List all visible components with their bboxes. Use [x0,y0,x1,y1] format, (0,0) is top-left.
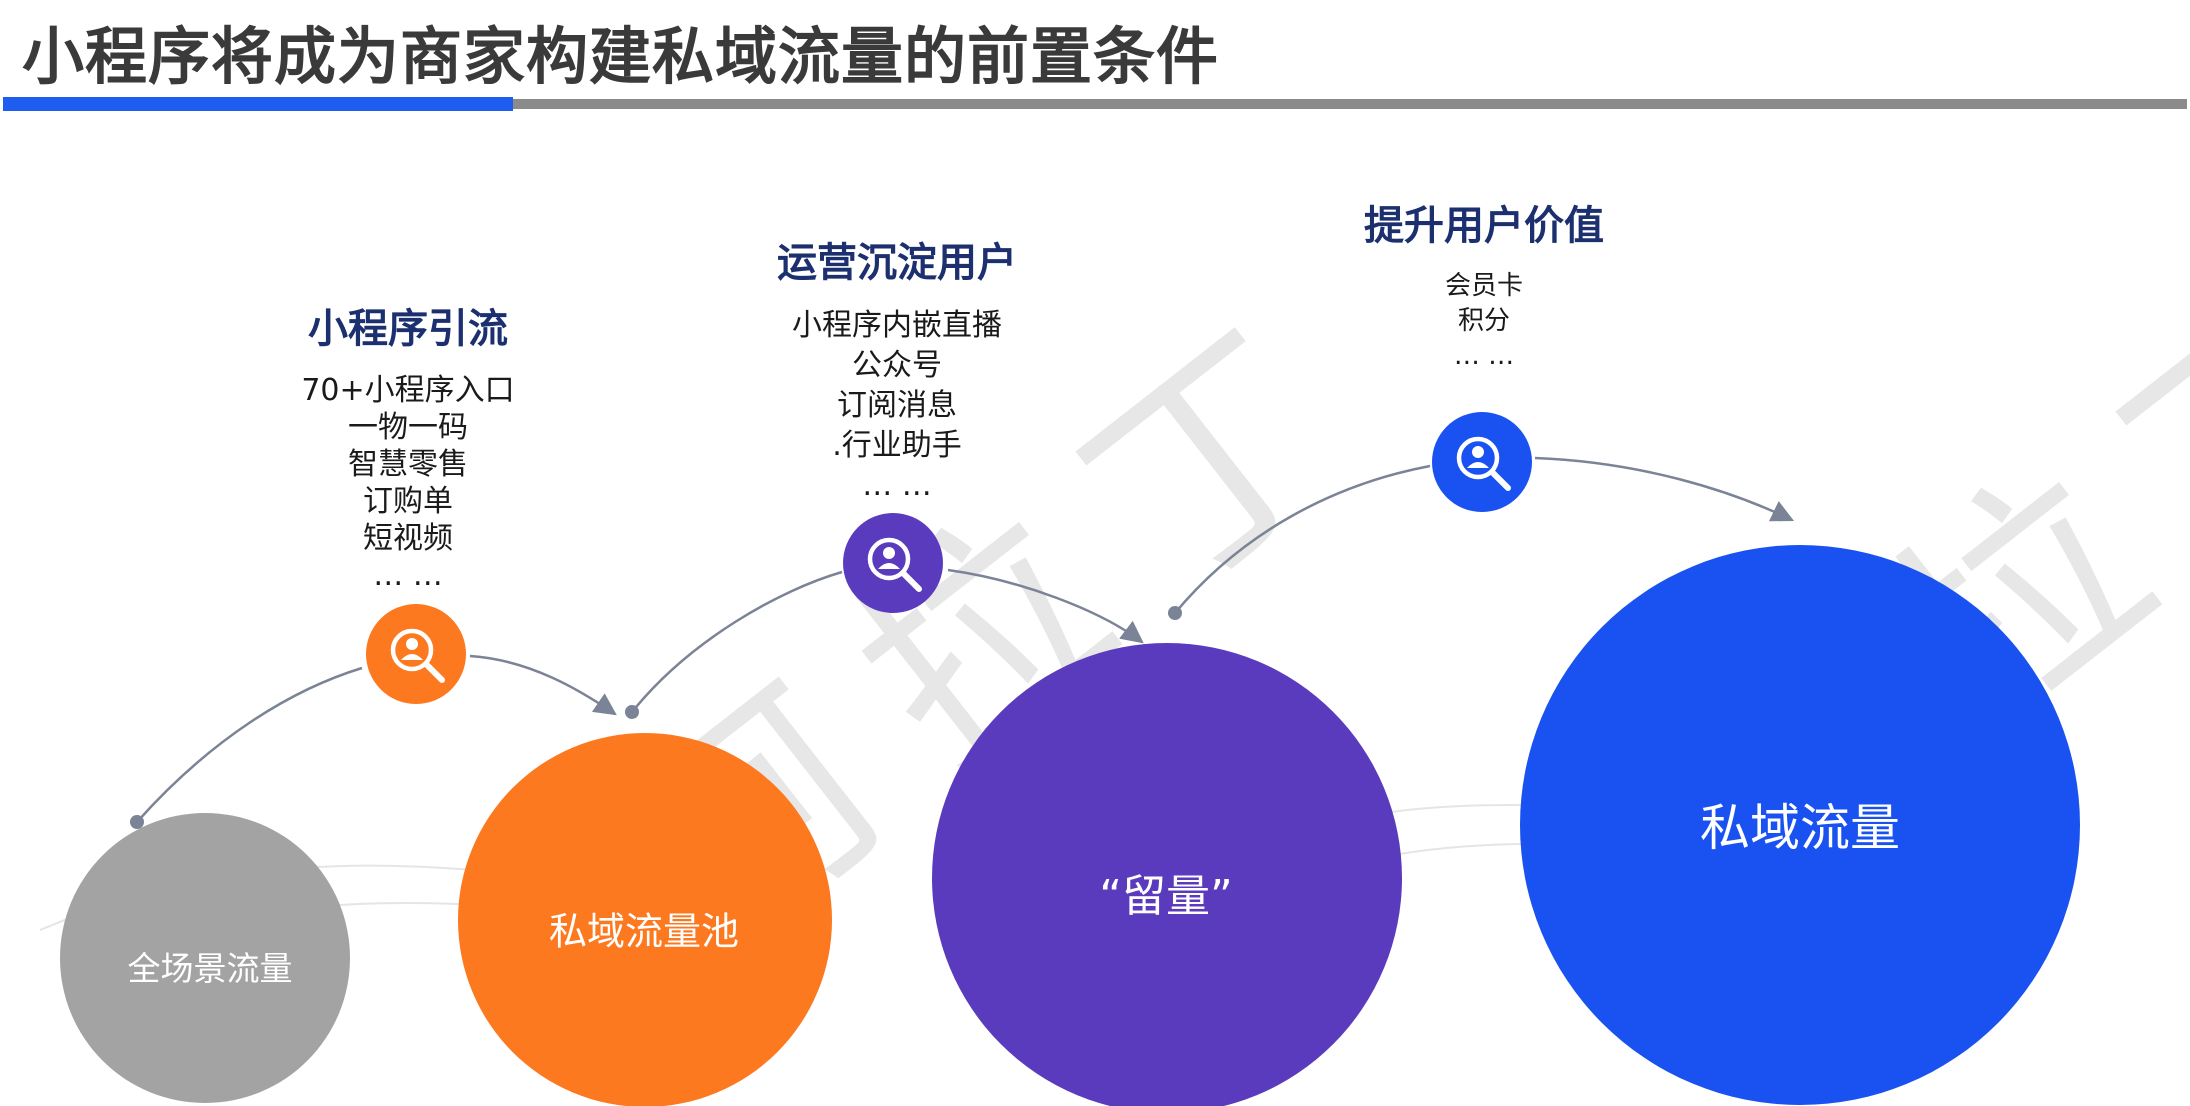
step-1-item: … … [373,558,443,593]
step-1-item: 一物一码 [348,410,468,445]
step-3-items: 会员卡 积分 … … [1364,269,1604,374]
step-2-item: 公众号 [852,348,942,383]
step-3-block: 提升用户价值 会员卡 积分 … … [1364,193,1604,374]
step-1-title: 小程序引流 [308,306,508,352]
circle-label-private-traffic: 私域流量 [1700,799,1900,857]
step-1-item: 订购单 [363,484,453,519]
connector-3-start-dot [1168,606,1182,620]
step-2-items: 小程序内嵌直播 公众号 订阅消息 .行业助手 … … [777,306,1017,506]
step-1-items: 70+小程序入口 一物一码 智慧零售 订购单 短视频 … … [301,372,514,594]
circle-label-pool: 私域流量池 [548,909,740,954]
step-2-item: .行业助手 [832,428,962,463]
title-underline [3,97,2187,111]
step-3-icon-circle [1432,412,1532,512]
title-underline-accent [3,97,513,111]
connector-2 [631,568,1144,713]
circle-all-traffic [60,813,350,1103]
connector-1 [136,654,617,823]
step-2-item: 小程序内嵌直播 [792,308,1002,343]
step-1-block: 小程序引流 70+小程序入口 一物一码 智慧零售 订购单 短视频 … … [301,296,514,594]
connector-3 [1174,456,1795,614]
circle-retention [932,643,1402,1106]
circle-private-traffic [1520,545,2080,1105]
connector-2-start-dot [625,705,639,719]
step-2-item: … … [862,468,932,503]
step-1-item: 短视频 [363,521,453,556]
step-3-item: 积分 [1457,306,1510,336]
step-1-item: 智慧零售 [348,447,468,482]
step-3-item: … … [1453,341,1515,371]
step-1-icon-circle [366,604,466,704]
step-2-item: 订阅消息 [837,388,957,423]
step-1-item: 70+小程序入口 [301,373,515,408]
step-3-item: 会员卡 [1444,271,1523,301]
title-underline-gray [513,99,2187,109]
step-2-icon-circle [843,513,943,613]
circle-pool [458,733,832,1106]
page-title: 小程序将成为商家构建私域流量的前置条件 [22,20,1220,93]
step-2-block: 运营沉淀用户 小程序内嵌直播 公众号 订阅消息 .行业助手 … … [777,230,1017,506]
circle-label-all-traffic: 全场景流量 [127,949,293,988]
step-2-title: 运营沉淀用户 [777,240,1017,286]
connector-1-start-dot [130,815,144,829]
circle-label-retention: “留量” [1099,871,1233,922]
step-3-title: 提升用户价值 [1364,203,1604,249]
